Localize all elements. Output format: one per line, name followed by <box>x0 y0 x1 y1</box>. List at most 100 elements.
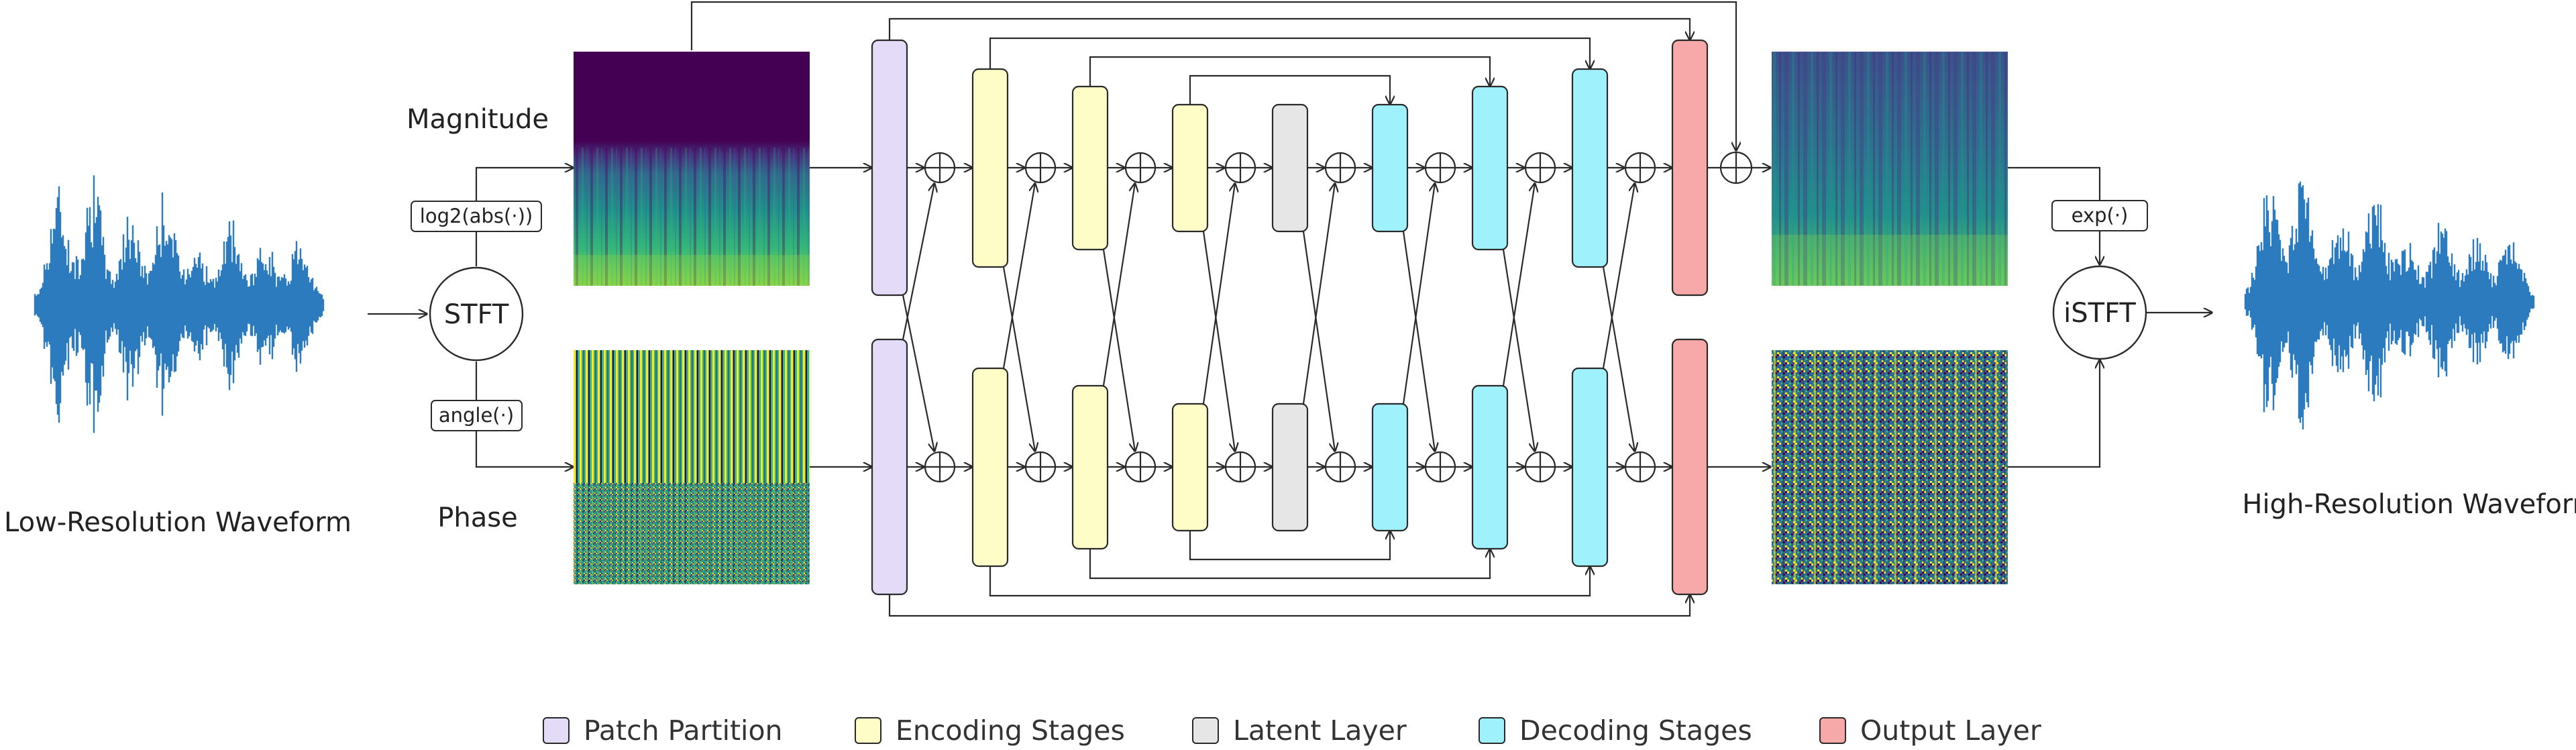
magnitude-label: Magnitude <box>407 104 549 135</box>
connection <box>1302 231 1335 451</box>
connection <box>902 294 934 451</box>
adder-phase-5 <box>1324 451 1356 483</box>
output-layer-phase-block <box>1671 338 1709 596</box>
adder-phase-4 <box>1224 451 1256 483</box>
input-phase-spectrogram <box>574 350 810 584</box>
adder-magnitude-7 <box>1524 152 1556 184</box>
connection <box>989 37 1590 69</box>
output-phase-spectrogram <box>1772 350 2008 584</box>
exp-op-label: exp(·) <box>2051 200 2148 231</box>
adder-phase-3 <box>1124 451 1157 483</box>
low-resolution-waveform <box>34 175 325 433</box>
angle-op-label: angle(·) <box>431 400 523 431</box>
legend-label: Encoding Stages <box>896 714 1125 747</box>
decoding-stage-2-phase-block <box>1471 384 1509 550</box>
latent-layer-magnitude-block <box>1271 103 1309 233</box>
latent-layer-phase-block <box>1271 403 1309 532</box>
adder-magnitude-1 <box>924 152 956 184</box>
connection <box>1102 183 1135 386</box>
decoding-stage-3-magnitude-block <box>1571 68 1609 268</box>
connection <box>888 594 1690 617</box>
encoding-stage-1-phase-block <box>971 367 1009 568</box>
legend-swatch <box>1192 717 1219 744</box>
istft-node: iSTFT <box>2052 265 2147 360</box>
legend-swatch <box>543 717 570 744</box>
decoding-stage-1-magnitude-block <box>1371 103 1409 233</box>
connection <box>888 17 1690 40</box>
legend-label: Latent Layer <box>1233 714 1407 747</box>
connection <box>1302 183 1335 405</box>
decoding-stage-1-phase-block <box>1371 403 1409 532</box>
waveform-trace <box>2244 181 2535 430</box>
connection <box>1202 183 1235 405</box>
connection <box>1502 183 1535 386</box>
connection <box>1602 266 1635 451</box>
legend-label: Patch Partition <box>584 714 783 747</box>
adder-magnitude-4 <box>1224 152 1256 184</box>
legend-item-encoding-stages: Encoding Stages <box>855 714 1125 747</box>
phase-label: Phase <box>437 502 517 533</box>
legend-swatch <box>1479 717 1505 744</box>
connection <box>902 183 934 340</box>
patch-partition-magnitude-block <box>871 39 908 297</box>
svg-text:exp(·): exp(·) <box>2072 204 2129 227</box>
unet-connections <box>888 17 1690 617</box>
adder-phase-8 <box>1624 451 1656 483</box>
connection <box>1089 549 1490 580</box>
decoding-stage-3-phase-block <box>1571 367 1609 568</box>
adder-phase-7 <box>1524 451 1556 483</box>
connection <box>1189 74 1390 105</box>
encoding-stage-3-magnitude-block <box>1171 103 1209 233</box>
global-residual-adder <box>1719 151 1753 184</box>
waveform-trace <box>34 175 325 433</box>
encoding-stage-1-magnitude-block <box>971 68 1009 268</box>
connector-lines <box>368 1 2212 467</box>
adder-magnitude-8 <box>1624 152 1656 184</box>
input-magnitude-spectrogram <box>574 52 810 286</box>
connection <box>1002 183 1035 369</box>
connection <box>1402 231 1435 451</box>
connection <box>1202 231 1235 451</box>
adder-phase-1 <box>924 451 956 483</box>
connection <box>989 566 1590 597</box>
connection <box>1089 56 1490 87</box>
encoding-stage-3-phase-block <box>1171 403 1209 532</box>
output-magnitude-spectrogram <box>1772 52 2008 286</box>
svg-text:angle(·): angle(·) <box>439 404 514 427</box>
log2-abs-op-label: log2(abs(·)) <box>411 201 542 232</box>
connection <box>1502 249 1535 451</box>
decoding-stage-2-magnitude-block <box>1471 85 1509 251</box>
adder-magnitude-6 <box>1424 152 1456 184</box>
legend-label: Decoding Stages <box>1519 714 1752 747</box>
unet-adders <box>924 152 1656 483</box>
connection <box>1602 183 1635 369</box>
svg-text:iSTFT: iSTFT <box>2063 298 2136 329</box>
adder-magnitude-5 <box>1324 152 1356 184</box>
legend-label: Output Layer <box>1860 714 2041 747</box>
legend-swatch <box>855 717 881 744</box>
patch-partition-phase-block <box>871 338 908 596</box>
output-layer-magnitude-block <box>1671 39 1709 297</box>
connection <box>1102 249 1135 451</box>
legend-item-latent-layer: Latent Layer <box>1192 714 1407 747</box>
svg-text:STFT: STFT <box>444 299 509 330</box>
low-resolution-label: Low-Resolution Waveform <box>4 507 352 538</box>
legend-item-patch-partition: Patch Partition <box>543 714 783 747</box>
adder-phase-6 <box>1424 451 1456 483</box>
legend: Patch Partition Encoding Stages Latent Lay… <box>543 714 2041 747</box>
adder-phase-2 <box>1024 451 1057 483</box>
legend-swatch <box>1819 717 1846 744</box>
high-resolution-label: High-Resolution Waveform <box>2242 489 2576 520</box>
stft-node: STFT <box>429 266 524 362</box>
legend-item-output-layer: Output Layer <box>1819 714 2041 747</box>
connection <box>1189 531 1390 561</box>
encoding-stage-2-phase-block <box>1071 384 1109 550</box>
connection <box>1402 183 1435 405</box>
connection <box>1002 266 1035 451</box>
high-resolution-waveform <box>2244 181 2535 430</box>
encoding-stage-2-magnitude-block <box>1071 85 1109 251</box>
adder-magnitude-3 <box>1124 152 1157 184</box>
unet-blocks <box>871 39 1709 596</box>
adder-magnitude-2 <box>1024 152 1057 184</box>
